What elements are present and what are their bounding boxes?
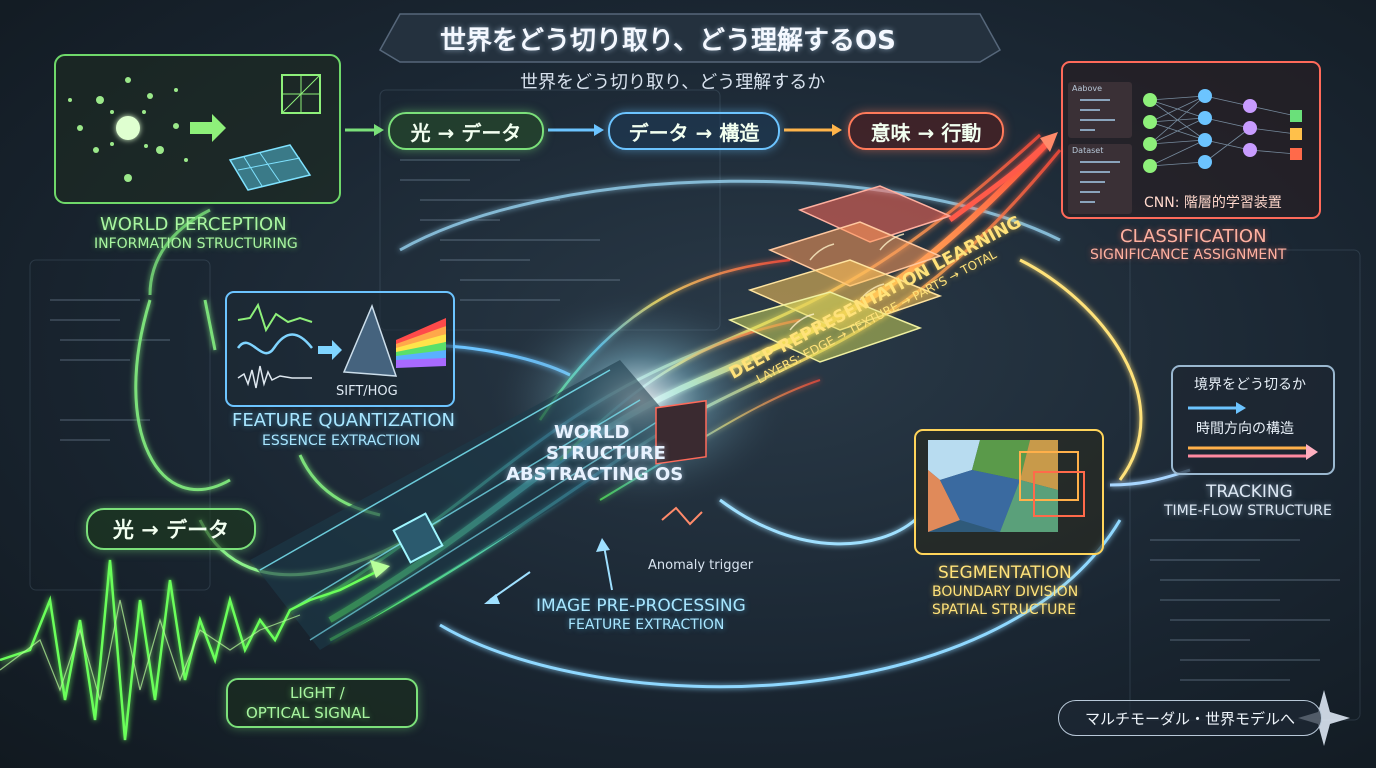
tracking-subtitle: TIME-FLOW STRUCTURE — [1164, 503, 1332, 519]
classification-caption: CNN: 階層的学習装置 — [1144, 195, 1282, 211]
background-code-lines — [50, 159, 1340, 681]
segmentation-title: SEGMENTATION — [938, 563, 1072, 583]
flow-pill-data-to-structure: データ → 構造 — [608, 112, 780, 150]
sparkle-icon — [1298, 690, 1350, 746]
flow-pill-label: 光 → データ — [410, 120, 522, 145]
classification-panel-label: Aabove — [1072, 84, 1103, 93]
flow-pill-meaning-to-action: 意味 → 行動 — [848, 112, 1004, 150]
feature-quantization-graphic — [225, 291, 455, 407]
tracking-title: TRACKING — [1206, 482, 1293, 502]
flow-pill-label: データ → 構造 — [628, 120, 760, 145]
anomaly-trigger-label: Anomaly trigger — [648, 558, 754, 573]
classification-graphic — [1061, 61, 1321, 219]
segmentation-spatial-text: SPATIAL STRUCTURE — [932, 602, 1076, 618]
optical-waveform — [0, 559, 390, 741]
world-perception-title: WORLD PERCEPTION — [100, 214, 287, 235]
world-perception-graphic — [54, 54, 341, 204]
feature-quantization-title: FEATURE QUANTIZATION — [232, 410, 456, 431]
page-subtitle: 世界をどう切り取り、どう理解するか — [520, 72, 826, 93]
classification-subtitle: SIGNIFICANCE ASSIGNMENT — [1090, 247, 1287, 263]
center-title-line1: WORLD — [554, 422, 630, 443]
tracking-time-text: 時間方向の構造 — [1196, 421, 1294, 437]
segmentation-boundary-text: BOUNDARY DIVISION — [932, 584, 1079, 600]
multimodal-label: マルチモーダル・世界モデルへ — [1084, 709, 1295, 728]
deep-learning-layers — [727, 132, 1058, 363]
flow-pill-light-to-data: 光 → データ — [388, 112, 544, 150]
light-signal-box: LIGHT / OPTICAL SIGNAL — [226, 678, 418, 728]
multimodal-world-model-button[interactable]: マルチモーダル・世界モデルへ — [1058, 700, 1322, 736]
page-title: 世界をどう切り取り、どう理解するOS — [440, 26, 896, 56]
flow-arrows — [345, 124, 842, 136]
center-title-line2: STRUCTURE — [546, 443, 666, 464]
circuit-beam — [250, 360, 680, 650]
feature-quantization-caption: SIFT/HOG — [336, 384, 398, 399]
tracking-graphic — [1171, 365, 1335, 475]
light-signal-line1: LIGHT / — [290, 684, 345, 702]
title-banner — [378, 13, 1002, 63]
segmentation-graphic — [914, 429, 1104, 555]
light-signal-line2: OPTICAL SIGNAL — [246, 704, 370, 722]
light-to-data-pill: 光 → データ — [86, 508, 256, 550]
flow-pill-label: 意味 → 行動 — [870, 120, 982, 145]
preprocessing-title: IMAGE PRE-PROCESSING — [536, 596, 746, 616]
classification-panel-label: Dataset — [1072, 146, 1104, 155]
classification-title: CLASSIFICATION — [1120, 226, 1267, 247]
feature-quantization-subtitle: ESSENCE EXTRACTION — [262, 433, 421, 449]
tracking-boundary-text: 境界をどう切るか — [1194, 377, 1306, 393]
light-to-data-label: 光 → データ — [112, 518, 230, 542]
preprocessing-subtitle: FEATURE EXTRACTION — [568, 617, 725, 633]
center-title-line3: ABSTRACTING OS — [506, 464, 684, 485]
world-perception-subtitle: INFORMATION STRUCTURING — [94, 236, 298, 252]
anomaly-graphic — [484, 399, 707, 604]
